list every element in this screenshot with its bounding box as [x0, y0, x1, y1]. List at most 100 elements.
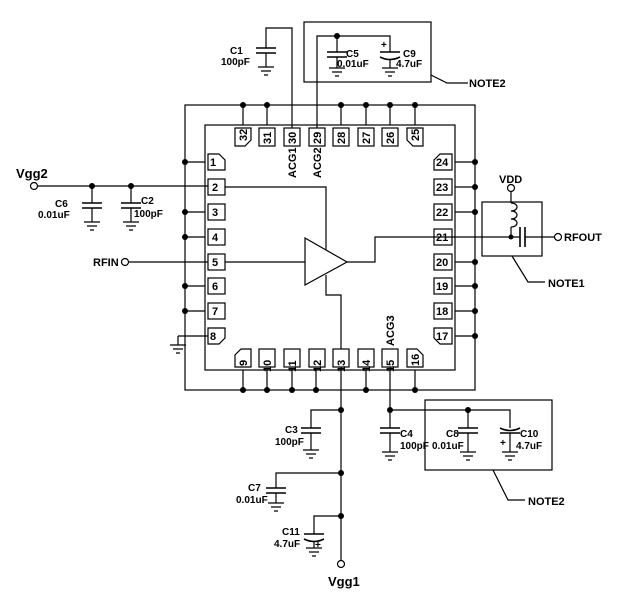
amplifier-symbol — [225, 186, 434, 349]
acg3-label: ACG3 — [385, 315, 397, 346]
pin-29: 29 — [308, 127, 326, 147]
svg-text:19: 19 — [436, 281, 448, 293]
svg-text:16: 16 — [410, 354, 422, 366]
pin-4: 4 — [207, 228, 226, 246]
c10-plus: + — [500, 438, 506, 449]
pin-11: 11 — [283, 348, 301, 372]
acg1-label: ACG1 — [287, 147, 299, 178]
svg-text:22: 22 — [436, 207, 448, 219]
pin-14: 14 — [357, 348, 375, 372]
c1-value: 100pF — [221, 57, 250, 68]
svg-text:27: 27 — [361, 132, 373, 144]
pin-24: 24 — [433, 153, 453, 171]
svg-text:17: 17 — [436, 331, 448, 343]
svg-text:10: 10 — [262, 360, 274, 372]
pin-19: 19 — [433, 277, 453, 295]
rfin-terminal — [120, 257, 130, 267]
c2-value: 100pF — [134, 209, 163, 220]
rfout-terminal — [553, 232, 563, 242]
svg-text:3: 3 — [212, 207, 218, 219]
svg-text:2: 2 — [212, 182, 218, 194]
rfin-network — [120, 257, 208, 267]
ground-ring-junctions — [182, 102, 478, 393]
vgg1-network — [266, 367, 344, 560]
pin-17: 17 — [433, 327, 453, 345]
ground-ring — [184, 104, 476, 391]
pin-3: 3 — [207, 203, 226, 221]
svg-text:14: 14 — [361, 359, 373, 372]
rfout-label: RFOUT — [564, 232, 602, 244]
c4-value: 100pF — [400, 441, 429, 452]
c1-network — [256, 27, 293, 128]
svg-text:7: 7 — [212, 306, 218, 318]
note1-label: NOTE1 — [548, 278, 585, 290]
svg-text:4: 4 — [212, 232, 219, 244]
c9-value: 4.7uF — [396, 59, 422, 70]
c11-name: C11 — [282, 527, 300, 538]
svg-text:18: 18 — [436, 306, 448, 318]
c5-name: C5 — [346, 49, 359, 60]
pins-right: 24 23 22 21 20 19 18 17 — [433, 153, 453, 345]
pin-30: 30 — [283, 127, 301, 147]
vdd-terminal — [506, 183, 516, 193]
note2-bottom-label: NOTE2 — [528, 496, 565, 508]
svg-text:28: 28 — [336, 132, 348, 144]
note2-top-box — [303, 21, 468, 128]
svg-text:9: 9 — [238, 360, 250, 366]
svg-text:23: 23 — [436, 182, 448, 194]
c3-value: 100pF — [275, 437, 304, 448]
pin-9: 9 — [234, 348, 252, 368]
pin-20: 20 — [433, 253, 453, 271]
svg-text:5: 5 — [212, 257, 218, 269]
note2-top-label: NOTE2 — [469, 78, 506, 90]
pins-top: 32 31 30 29 28 27 26 25 — [234, 127, 424, 147]
pin-18: 18 — [433, 302, 453, 320]
pins-bottom: 9 10 11 12 13 14 15 16 — [234, 348, 424, 372]
pin-26: 26 — [381, 127, 399, 147]
svg-text:26: 26 — [385, 132, 397, 144]
pin-7: 7 — [207, 302, 226, 320]
pin-5: 5 — [207, 253, 226, 271]
c6-name: C6 — [55, 199, 68, 210]
c7-value: 0.01uF — [236, 495, 268, 506]
pin-23: 23 — [433, 178, 453, 196]
svg-text:15: 15 — [385, 360, 397, 372]
pin-16: 16 — [406, 348, 424, 368]
pin-31: 31 — [258, 127, 276, 147]
acg3-network — [380, 367, 553, 501]
vgg2-terminal — [29, 181, 39, 191]
pin-28: 28 — [332, 127, 350, 147]
c1-name: C1 — [230, 46, 243, 57]
svg-text:6: 6 — [212, 281, 218, 293]
pin-25: 25 — [406, 127, 424, 147]
c11-value: 4.7uF — [274, 539, 300, 550]
c4-name: C4 — [400, 429, 413, 440]
svg-text:21: 21 — [436, 232, 448, 244]
svg-text:20: 20 — [436, 257, 448, 269]
pin-6: 6 — [207, 277, 226, 295]
pin-27: 27 — [357, 127, 375, 147]
pin-10: 10 — [258, 348, 276, 372]
svg-text:32: 32 — [238, 129, 250, 141]
ic-package — [184, 104, 476, 391]
pin8-ground — [170, 335, 208, 354]
c2-name: C2 — [141, 196, 154, 207]
svg-text:31: 31 — [262, 132, 274, 144]
c5-value: 0.01uF — [337, 59, 369, 70]
svg-text:24: 24 — [436, 157, 449, 169]
c10-name: C10 — [520, 429, 539, 440]
ground-stubs — [185, 105, 475, 390]
pin-12: 12 — [308, 348, 326, 372]
vgg1-label: Vgg1 — [328, 574, 360, 589]
svg-text:1: 1 — [210, 157, 216, 169]
vgg2-label: Vgg2 — [16, 166, 48, 181]
c10-value: 4.7uF — [516, 441, 542, 452]
svg-text:12: 12 — [312, 360, 324, 372]
c9-plus: + — [381, 40, 387, 51]
chip-body — [204, 124, 456, 371]
output-network — [434, 191, 563, 283]
pin-8: 8 — [207, 327, 226, 345]
c3-name: C3 — [285, 425, 298, 436]
pin-1: 1 — [207, 153, 226, 171]
